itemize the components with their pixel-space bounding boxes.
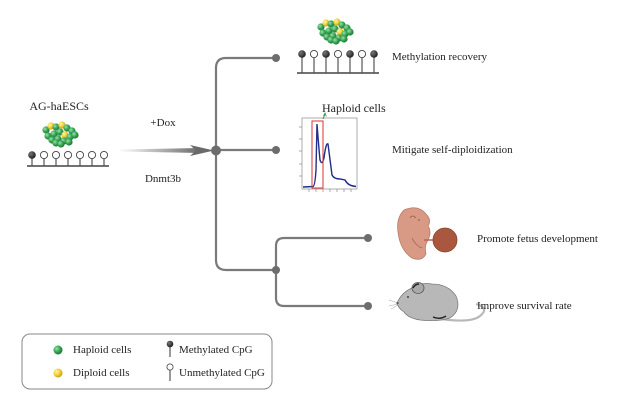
cpg-strand-source xyxy=(27,150,109,167)
unmethylated-cpg-icon xyxy=(39,150,49,166)
histogram-gate-label: Haploid cells xyxy=(322,101,386,115)
treatment-top-label: +Dox xyxy=(150,117,176,129)
haploid-cell-icon xyxy=(71,131,79,139)
haploid-cell-icon xyxy=(346,28,354,36)
legend-diploid-sphere-icon xyxy=(53,368,63,378)
methylated-cpg-icon xyxy=(298,50,306,73)
unmethylated-cpg-icon xyxy=(99,150,109,166)
haploid-cell-icon xyxy=(325,27,333,35)
outcome-label-diploidization: Mitigate self-diploidization xyxy=(392,144,513,156)
treatment-arrow-icon xyxy=(118,145,214,156)
outcome-label-survival: Improve survival rate xyxy=(477,300,572,312)
methylated-cpg-icon xyxy=(28,151,36,166)
haploid-cell-icon xyxy=(317,23,325,31)
treatment-bottom-label: Dnmt3b xyxy=(145,173,182,185)
legend xyxy=(21,333,273,390)
methylated-cpg-icon xyxy=(322,50,330,73)
legend-unmethylated-lollipop-icon xyxy=(166,363,174,381)
legend-label-unmethylated: Unmethylated CpG xyxy=(179,367,265,379)
haploid-cell-icon xyxy=(327,20,335,28)
junction-node-secondary xyxy=(272,266,280,274)
unmethylated-cpg-icon xyxy=(75,150,85,166)
methylated-cpg-icon xyxy=(346,50,354,73)
haploid-cell-icon xyxy=(50,130,58,138)
endpoint-survival xyxy=(364,302,372,310)
legend-label-methylated: Methylated CpG xyxy=(179,344,253,356)
source-label: AG-haESCs xyxy=(29,99,89,113)
branch-connectors xyxy=(214,56,370,308)
haploid-cell-icon xyxy=(52,123,60,131)
endpoint-fetus xyxy=(364,234,372,242)
mouse-icon xyxy=(388,282,486,322)
unmethylated-cpg-icon xyxy=(309,49,319,73)
haploid-cell-icon xyxy=(57,140,65,148)
cell-cluster-icon xyxy=(42,121,79,148)
embryo-icon xyxy=(397,207,458,260)
legend-methylated-lollipop-icon xyxy=(166,340,174,357)
cpg-strand-recovered xyxy=(297,49,379,74)
haploid-cell-icon xyxy=(332,37,340,45)
flow-histogram-icon xyxy=(299,111,358,192)
unmethylated-cpg-icon xyxy=(51,150,61,166)
legend-label-haploid: Haploid cells xyxy=(73,344,131,356)
haploid-cell-icon xyxy=(340,35,348,43)
unmethylated-cpg-icon xyxy=(357,49,367,73)
endpoint-diploidization xyxy=(272,146,280,154)
outcome-label-methylation: Methylation recovery xyxy=(392,51,487,63)
unmethylated-cpg-icon xyxy=(63,150,73,166)
junction-node-main xyxy=(211,145,221,156)
legend-label-diploid: Diploid cells xyxy=(73,367,130,379)
haploid-cell-icon xyxy=(42,126,50,134)
haploid-cell-icon xyxy=(65,138,73,146)
unmethylated-cpg-icon xyxy=(87,150,97,166)
cell-cluster-icon xyxy=(317,18,354,45)
legend-haploid-sphere-icon xyxy=(53,345,63,355)
endpoint-methylation xyxy=(272,54,280,62)
methylated-cpg-icon xyxy=(370,50,378,73)
outcome-label-fetus: Promote fetus development xyxy=(477,233,598,245)
unmethylated-cpg-icon xyxy=(333,49,343,73)
